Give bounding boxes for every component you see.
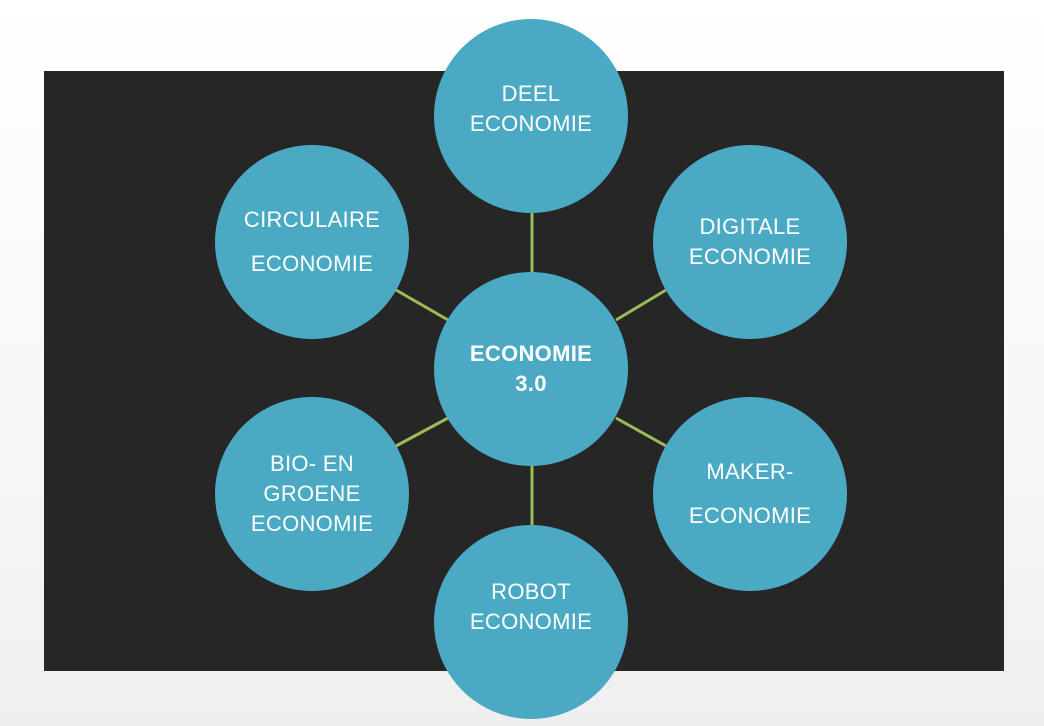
- node-maker-economie-line-1: MAKER-: [706, 459, 794, 484]
- node-robot-economie-line-1: ROBOT: [491, 579, 571, 604]
- node-digitale-economie: DIGITALE ECONOMIE: [653, 145, 847, 339]
- node-bio-groene-economie: BIO- EN GROENE ECONOMIE: [215, 397, 409, 591]
- node-digitale-economie-line-2: ECONOMIE: [688, 244, 812, 269]
- node-bio-groene-economie-line-1: BIO- EN: [270, 451, 354, 476]
- node-circulaire-economie-line-2: ECONOMIE: [250, 251, 374, 276]
- node-robot-economie: ROBOT ECONOMIE: [434, 525, 628, 719]
- node-maker-economie: MAKER- ECONOMIE: [653, 397, 847, 591]
- node-bio-groene-economie-line-3: ECONOMIE: [250, 511, 374, 536]
- node-deel-economie-line-2: ECONOMIE: [469, 111, 593, 136]
- connector-lower-left: [395, 416, 449, 448]
- node-deel-economie-line-1: DEEL: [501, 81, 561, 106]
- node-circulaire-economie: CIRCULAIRE ECONOMIE: [215, 145, 409, 339]
- connector-lower-right: [615, 416, 667, 448]
- connector-upper-right: [615, 288, 667, 322]
- node-deel-economie: DEEL ECONOMIE: [434, 19, 628, 213]
- node-circulaire-economie-line-1: CIRCULAIRE: [243, 207, 381, 232]
- node-digitale-economie-line-1: DIGITALE: [699, 214, 801, 239]
- center-node-line-2: 3.0: [515, 371, 547, 396]
- center-node: ECONOMIE 3.0: [434, 272, 628, 466]
- node-robot-economie-line-2: ECONOMIE: [469, 609, 593, 634]
- node-maker-economie-line-2: ECONOMIE: [688, 503, 812, 528]
- node-bio-groene-economie-line-2: GROENE: [263, 481, 361, 506]
- center-node-line-1: ECONOMIE: [469, 341, 593, 366]
- connector-upper-left: [395, 288, 449, 322]
